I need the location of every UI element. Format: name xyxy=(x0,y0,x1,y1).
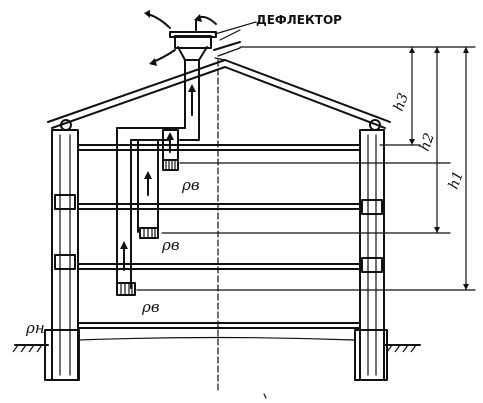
deflector-label: ДЕФЛЕКТОР xyxy=(256,13,342,27)
main-duct xyxy=(116,59,200,289)
h1-label: h1 xyxy=(446,169,467,191)
left-wall xyxy=(44,119,80,381)
dimension-lines xyxy=(136,46,476,291)
inlet-grille-bottom xyxy=(116,282,136,296)
rho-n-label: ρн xyxy=(25,319,45,337)
h3-label: h3 xyxy=(391,91,412,113)
h2-label: h2 xyxy=(417,131,438,153)
right-wall xyxy=(354,119,388,381)
deflector-leader xyxy=(214,21,257,35)
ground-right xyxy=(384,344,421,353)
rho-v-label-middle: ρв xyxy=(161,236,180,254)
floor-slabs xyxy=(77,144,361,341)
deflector xyxy=(169,19,217,61)
ground-left xyxy=(12,344,49,353)
wind-arrows xyxy=(144,10,241,66)
rho-v-label-top: ρв xyxy=(181,176,200,194)
inlet-grille-top xyxy=(162,159,179,171)
rho-v-label-bottom: ρв xyxy=(141,298,160,316)
inlet-grille-middle xyxy=(139,227,159,239)
airflow-arrows xyxy=(120,84,196,271)
roof xyxy=(47,57,391,129)
bottom-tick xyxy=(263,393,267,399)
